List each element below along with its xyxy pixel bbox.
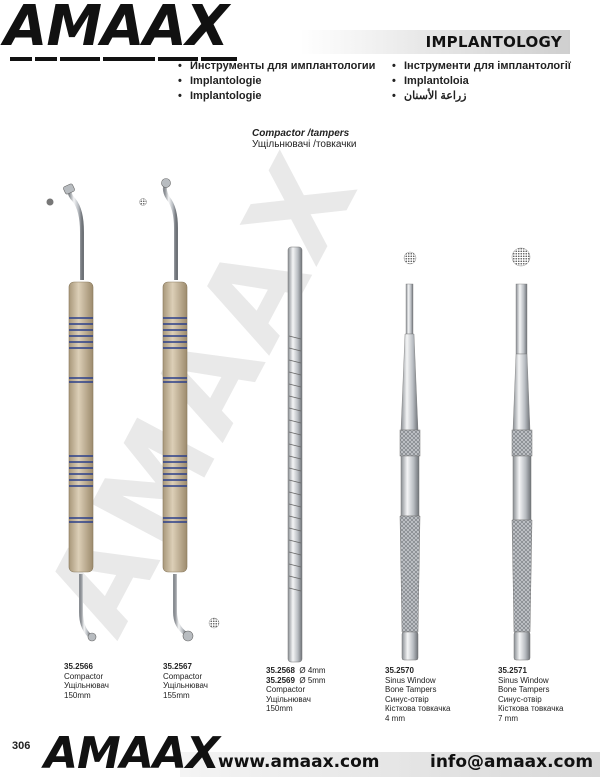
- product-line: Compactor: [266, 685, 306, 694]
- product-code: 35.2571: [498, 666, 527, 675]
- bullets-left: Инструменты для имплантологии Implantolo…: [178, 59, 375, 104]
- product-line: Compactor: [163, 671, 203, 681]
- tip-size-dot: [139, 198, 147, 206]
- product-code: 35.2570: [385, 666, 414, 675]
- product-line: Кісткова товкачка: [385, 704, 451, 713]
- product-line: Bone Tampers: [498, 685, 550, 694]
- product-line: Синус-отвір: [385, 694, 429, 704]
- category-title: IMPLANTOLOGY: [425, 33, 562, 51]
- page-number: 306: [12, 740, 31, 752]
- footer-logo: AMAAX: [44, 728, 220, 779]
- product-diameter: Ø 4mm: [299, 666, 326, 675]
- bullet-item: Инструменты для имплантологии: [178, 59, 375, 74]
- category-bar: [300, 30, 570, 54]
- section-heading: Compactor /tampers Ущільнювачі /товкачки: [252, 128, 356, 150]
- product-line: Ущільнювач: [163, 681, 208, 690]
- product-line: 155mm: [163, 690, 190, 700]
- bullets-right: Інструменти для імплантології Implantolo…: [392, 59, 571, 104]
- product-label-35-2571: 35.2571 Sinus Window Bone Tampers Синус-…: [498, 666, 564, 723]
- tip-size-dot: [403, 251, 417, 265]
- product-label-35-2567: 35.2567 Compactor Ущільнювач 155mm: [163, 662, 208, 700]
- product-label-35-2568: 35.2568 Ø 4mm 35.2569 Ø 5mm Compactor Ущ…: [266, 666, 326, 714]
- product-line: 4 mm: [385, 713, 405, 723]
- compactor-35-2567: [139, 178, 220, 642]
- product-code: 35.2567: [163, 662, 192, 671]
- product-code: 35.2568: [266, 666, 295, 675]
- brand-logo: AMAAX: [4, 0, 229, 59]
- product-line: Sinus Window: [385, 675, 436, 685]
- product-line: 7 mm: [498, 713, 518, 723]
- email-link[interactable]: info@amaax.com: [430, 752, 594, 772]
- product-label-35-2566: 35.2566 Compactor Ущільнювач 150mm: [64, 662, 109, 700]
- bullet-item: Інструменти для імплантології: [392, 59, 571, 74]
- product-code: 35.2569: [266, 675, 295, 685]
- product-label-35-2570: 35.2570 Sinus Window Bone Tampers Синус-…: [385, 666, 451, 723]
- sinus-tamper-35-2571: [511, 247, 533, 661]
- bullet-item: زراعة الأسنان: [392, 89, 571, 104]
- product-line: Compactor: [64, 671, 104, 681]
- compactor-35-2568: [287, 246, 303, 663]
- bullet-item: Implantologie: [178, 89, 375, 104]
- sinus-tamper-35-2570: [399, 251, 421, 661]
- product-line: Ущільнювач: [64, 681, 109, 690]
- product-line: Bone Tampers: [385, 685, 437, 694]
- product-line: 150mm: [266, 704, 293, 713]
- tip-size-dot: [511, 247, 531, 267]
- tip-size-dot: [208, 617, 220, 629]
- product-line: Кісткова товкачка: [498, 704, 564, 713]
- product-line: Ущільнювач: [266, 694, 311, 704]
- section-subtitle: Ущільнювачі /товкачки: [252, 139, 357, 150]
- product-diameter: Ø 5mm: [299, 675, 326, 685]
- product-line: Sinus Window: [498, 675, 549, 685]
- tip-size-dot: [46, 198, 54, 206]
- footer-bar: [180, 752, 600, 777]
- section-title: Compactor /tampers: [252, 128, 350, 139]
- product-line: 150mm: [64, 690, 91, 700]
- product-line: Синус-отвір: [498, 694, 542, 704]
- website-link[interactable]: www.amaax.com: [218, 752, 380, 772]
- compactor-35-2566: [46, 183, 97, 642]
- bullet-item: Implantoloia: [392, 74, 571, 89]
- product-code: 35.2566: [64, 662, 93, 671]
- bullet-item: Implantologie: [178, 74, 375, 89]
